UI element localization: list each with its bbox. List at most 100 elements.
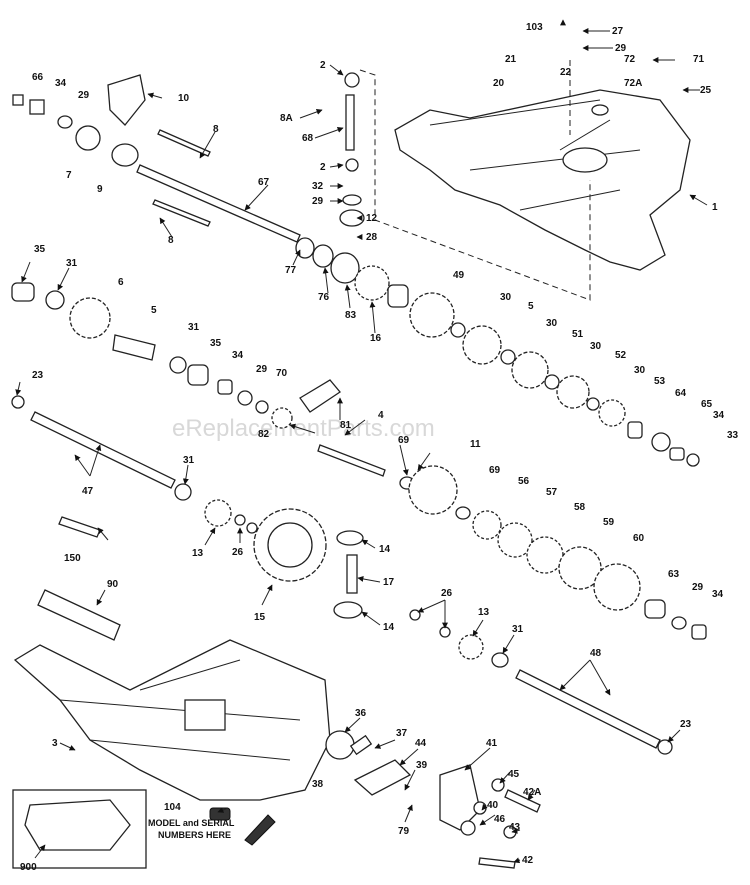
callout-900: 900 [20,862,37,873]
callout-29: 29 [78,90,90,101]
callout-30: 30 [500,292,512,303]
callout-150: 150 [64,553,81,564]
callout-8: 8 [168,235,174,246]
callout-26: 26 [232,547,244,558]
callout-2: 2 [320,60,326,71]
callout-69: 69 [489,465,501,476]
callout-12: 12 [366,213,378,224]
callout-41: 41 [486,738,498,749]
callout-29: 29 [256,364,268,375]
callout-28: 28 [366,232,378,243]
callout-63: 63 [668,569,680,580]
callout-21: 21 [505,54,517,65]
callout-13: 13 [478,607,490,618]
callout-14: 14 [379,544,391,555]
callout-7: 7 [66,170,72,181]
callout-104: 104 [164,802,181,813]
callout-40: 40 [487,800,499,811]
callout-15: 15 [254,612,266,623]
callout-60: 60 [633,533,645,544]
callout-29: 29 [312,196,324,207]
callout-34: 34 [712,589,724,600]
callout-31: 31 [66,258,78,269]
model-serial-note-line2: NUMBERS HERE [158,830,231,840]
callout-77: 77 [285,265,297,276]
callout-16: 16 [370,333,382,344]
callout-11: 11 [470,439,481,450]
callout-34: 34 [713,410,725,421]
callout-58: 58 [574,502,586,513]
callout-34: 34 [55,78,67,89]
leader-lines [15,19,708,864]
callout-29: 29 [615,43,627,54]
callout-67: 67 [258,177,270,188]
callout-14: 14 [383,622,395,633]
callout-8a: 8A [280,113,293,124]
callout-35: 35 [210,338,222,349]
callout-27: 27 [612,26,624,37]
callout-83: 83 [345,310,357,321]
callout-6: 6 [118,277,124,288]
callout-45: 45 [508,769,520,780]
callout-35: 35 [34,244,46,255]
callout-23: 23 [32,370,44,381]
watermark-text: eReplacementParts.com [172,415,435,442]
callout-69: 69 [398,435,410,446]
callout-30: 30 [634,365,646,376]
model-serial-note-line1: MODEL and SERIAL [148,818,235,828]
parts-drawing [11,60,707,869]
callout-39: 39 [416,760,428,771]
callout-5: 5 [528,301,534,312]
callout-53: 53 [654,376,666,387]
callout-20: 20 [493,78,505,89]
callout-34: 34 [232,350,244,361]
callout-48: 48 [590,648,602,659]
callout-47: 47 [82,486,94,497]
upper-housing [394,89,691,271]
callout-labels: 103 27 29 21 22 72 71 20 72A 25 66 34 29… [20,22,739,873]
callout-57: 57 [546,487,558,498]
callout-49: 49 [453,270,465,281]
callout-52: 52 [615,350,627,361]
callout-42: 42 [522,855,534,866]
callout-31: 31 [183,455,195,466]
callout-72: 72 [624,54,636,65]
callout-25: 25 [700,85,712,96]
callout-33: 33 [727,430,739,441]
callout-30: 30 [590,341,602,352]
callout-31: 31 [512,624,524,635]
callout-9: 9 [97,184,103,195]
callout-42a: 42A [523,787,541,798]
callout-66: 66 [32,72,44,83]
callout-68: 68 [302,133,314,144]
callout-46: 46 [494,814,506,825]
callout-17: 17 [383,577,395,588]
callout-59: 59 [603,517,615,528]
callout-31: 31 [188,322,200,333]
callout-76: 76 [318,292,330,303]
callout-29: 29 [692,582,704,593]
callout-72a: 72A [624,78,642,89]
lower-housing [13,639,331,801]
callout-26: 26 [441,588,453,599]
callout-81: 81 [340,420,352,431]
callout-4: 4 [378,410,384,421]
callout-90: 90 [107,579,119,590]
callout-64: 64 [675,388,687,399]
callout-32: 32 [312,181,324,192]
callout-44: 44 [415,738,427,749]
callout-13: 13 [192,548,204,559]
callout-103: 103 [526,22,543,33]
callout-22: 22 [560,67,572,78]
callout-2: 2 [320,162,326,173]
callout-1: 1 [712,202,718,213]
callout-51: 51 [572,329,584,340]
callout-70: 70 [276,368,288,379]
callout-82: 82 [258,429,270,440]
callout-5: 5 [151,305,157,316]
callout-43: 43 [509,822,521,833]
callout-3: 3 [52,738,58,749]
callout-65: 65 [701,399,713,410]
callout-8: 8 [213,124,219,135]
